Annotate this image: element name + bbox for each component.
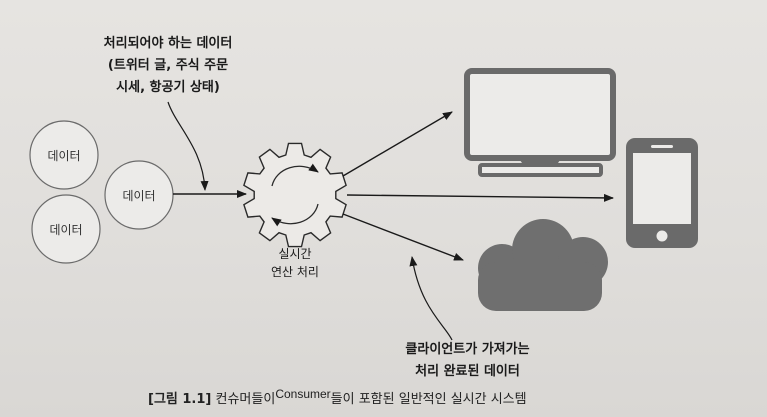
client-data-line-1: 클라이언트가 가져가는 bbox=[405, 342, 530, 357]
client-data-label: 클라이언트가 가져가는 처리 완료된 데이터 bbox=[375, 339, 560, 383]
gear-icon bbox=[243, 142, 347, 248]
figure-caption: [그림 1.1] 컨슈머들이Consumer들이 포함된 일반적인 실시간 시스… bbox=[148, 387, 527, 407]
processing-line-1: 실시간 bbox=[278, 247, 312, 261]
client-callout-line bbox=[409, 256, 453, 341]
data-node-label-bottom: 데이터 bbox=[49, 223, 83, 237]
caption-text-after: 들이 포함된 일반적인 실시간 시스템 bbox=[330, 392, 527, 407]
processing-line-2: 연산 처리 bbox=[271, 265, 319, 279]
rotate-arrow-top bbox=[271, 163, 319, 187]
computer-monitor-icon bbox=[464, 68, 616, 177]
processing-label: 실시간 연산 처리 bbox=[250, 245, 340, 281]
gear-body bbox=[243, 142, 347, 248]
caption-english: Consumer bbox=[275, 387, 331, 401]
output-arrow-phone bbox=[346, 193, 614, 202]
data-circle-front bbox=[104, 160, 174, 230]
data-circle-top bbox=[29, 120, 99, 190]
data-node-label-top: 데이터 bbox=[47, 149, 81, 163]
input-data-line-2: (트위터 글, 주식 주문 bbox=[107, 58, 229, 73]
rotate-arrow-bottom bbox=[271, 203, 319, 227]
input-callout-line bbox=[167, 101, 209, 191]
input-data-line-1: 처리되어야 하는 데이터 bbox=[103, 36, 233, 51]
client-data-line-2: 처리 완료된 데이터 bbox=[415, 364, 520, 379]
cloud-icon bbox=[478, 219, 608, 311]
data-node-label-front: 데이터 bbox=[122, 189, 156, 203]
output-arrow-computer bbox=[342, 111, 453, 177]
caption-text-before: 컨슈머들이 bbox=[215, 392, 276, 407]
output-arrow-cloud bbox=[342, 213, 464, 261]
input-data-line-3: 시세, 항공기 상태) bbox=[116, 80, 220, 95]
smartphone-icon bbox=[626, 138, 698, 248]
input-data-label: 처리되어야 하는 데이터 (트위터 글, 주식 주문 시세, 항공기 상태) bbox=[78, 33, 258, 99]
data-circle-bottom bbox=[31, 194, 101, 264]
figure-number: [그림 1.1] bbox=[148, 392, 212, 407]
